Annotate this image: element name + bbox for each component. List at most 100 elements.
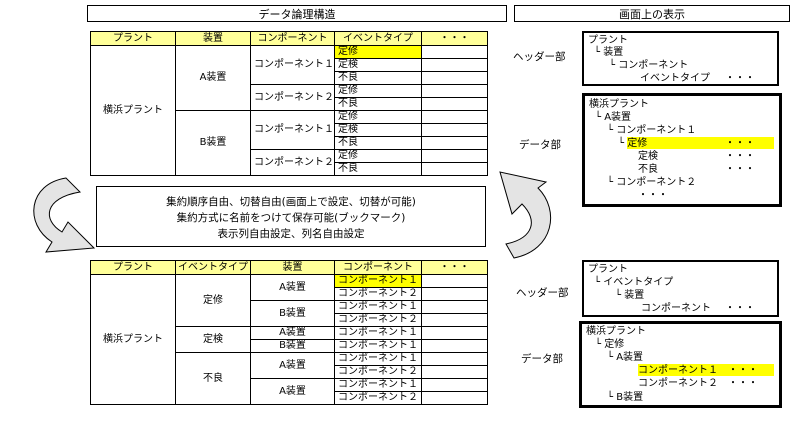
tree-branch: └ 定修 [595,338,624,351]
event-cell: 定検 [175,326,251,353]
ellipsis: ・・・ [725,303,755,314]
extra-cell [421,339,488,353]
branch-glyph: └ [609,60,616,71]
extra-cell [421,326,488,340]
screen-data-panel-2: 横浜プラント └ 定修 └ A装置 コンポーネント１ ・・・ コンポーネント２ … [579,321,782,408]
tree-branch: └ イベントタイプ [594,276,673,289]
tree-branch: └ コンポーネント１ [607,124,696,137]
tree-node: コンポーネント [618,60,689,71]
device-cell: B装置 [175,110,251,176]
table-row: 不良 [91,162,488,176]
event-cell: 不良 [334,162,422,176]
device-cell: B装置 [250,300,335,327]
extra-cell [421,45,488,59]
device-cell: A装置 [250,378,335,405]
table-row: 定検 [91,58,488,72]
tree-node: 定検 [638,151,658,162]
branch-glyph: └ [607,125,614,136]
col-header: ・・・ [421,260,488,275]
aggregation-note-box: 集約順序自由、切替自由(画面上で設定、切替が可能) 集約方式に名前をつけて保存可… [96,186,486,247]
table-row: B装置 コンポーネント１ [91,339,488,353]
branch-glyph: └ [595,339,602,350]
component-cell: コンポーネント１ [334,352,422,366]
title-data-structure: データ論理構造 [87,5,507,22]
table-row: コンポーネント２ [91,365,488,379]
tree-branch: └ コンポーネント [609,59,688,72]
data-structure-table-2: プラント イベントタイプ 装置 コンポーネント ・・・ 横浜プラント 定修 A装… [90,260,488,405]
ellipsis: ・・・ [728,365,758,376]
header-part-label: ヘッダー部 [513,51,566,63]
col-header: ・・・ [421,31,488,46]
ellipsis: ・・・ [725,151,755,162]
ellipsis: ・・・ [728,378,758,389]
tree-node: A装置 [604,112,632,123]
extra-cell [421,287,488,301]
component-cell: コンポーネント２ [334,287,422,301]
extra-cell [421,391,488,405]
event-cell: 定修 [175,274,251,327]
data-structure-table-1: プラント 装置 コンポーネント イベントタイプ ・・・ 横浜プラント A装置 コ… [90,31,488,176]
extra-cell [421,58,488,72]
screen-header-panel-1: プラント └ 装置 └ コンポーネント イベントタイプ ・・・ [582,31,779,86]
event-cell: 定修 [334,84,422,98]
extra-cell [421,378,488,392]
note-line: 集約方式に名前をつけて保存可能(ブックマーク) [176,212,406,224]
col-header: コンポーネント [334,260,422,275]
extra-cell [421,313,488,327]
tree-node: A装置 [616,352,644,363]
event-cell: 定修 [334,45,422,59]
branch-glyph: └ [607,352,614,363]
component-cell: コンポーネント１ [334,274,422,288]
device-cell: A装置 [175,45,251,111]
tree-node: 定修 [627,138,648,149]
col-header: プラント [90,260,176,275]
tree-node: 定修 [604,339,625,350]
title-screen-display: 画面上の表示 [514,5,790,22]
tree-node: コンポーネント１ [616,125,697,136]
tree-node: コンポーネント２ [616,177,697,188]
tree-node: 横浜プラント [589,99,649,110]
table-row: コンポーネント２ [91,313,488,327]
component-cell: コンポーネント１ [334,339,422,353]
component-cell: コンポーネント１ [250,110,335,150]
branch-glyph: └ [594,47,601,58]
tree-node: プラント [588,35,628,46]
tree-node: コンポーネント [641,303,711,314]
ellipsis: ・・・ [638,190,668,201]
event-cell: 定検 [334,123,422,137]
branch-glyph: └ [607,177,614,188]
table-row: コンポーネント２ [91,391,488,405]
tree-node: 不良 [638,164,658,175]
branch-glyph: └ [607,392,614,403]
table-row: 定検 A装置 コンポーネント１ [91,326,488,353]
tree-branch: └ B装置 [607,391,643,404]
plant-cell: 横浜プラント [90,274,176,405]
table-row: 横浜プラント A装置 コンポーネント１ 定修 [90,45,488,176]
tree-branch: └ 装置 [615,289,644,302]
data-part-label: データ部 [521,353,563,365]
tree-node: 横浜プラント [586,326,646,337]
tree-node: イベントタイプ [640,73,710,84]
col-header: 装置 [250,260,335,275]
extra-cell [421,123,488,137]
col-header: イベントタイプ [334,31,422,46]
component-cell: コンポーネント２ [250,84,335,111]
tree-branch: └ A装置 [595,111,631,124]
extra-cell [421,300,488,314]
tree-node: コンポーネント１ [638,365,718,376]
component-cell: コンポーネント２ [334,391,422,405]
ellipsis: ・・・ [725,73,755,84]
extra-cell [421,110,488,124]
table-row: 横浜プラント 定修 A装置 コンポーネント１ [90,274,488,405]
component-cell: コンポーネント１ [334,378,422,392]
ellipsis: ・・・ [725,138,755,149]
branch-glyph: └ [594,277,601,288]
table-row: コンポーネント２ [91,287,488,301]
table-row: コンポーネント２ 定修 [91,149,488,176]
branch-glyph: └ [618,138,625,149]
col-header: コンポーネント [250,31,335,46]
event-cell: 定検 [334,58,422,72]
extra-cell [421,274,488,288]
screen-header-panel-2: プラント └ イベントタイプ └ 装置 コンポーネント ・・・ [582,260,779,317]
component-cell: コンポーネント２ [250,149,335,176]
